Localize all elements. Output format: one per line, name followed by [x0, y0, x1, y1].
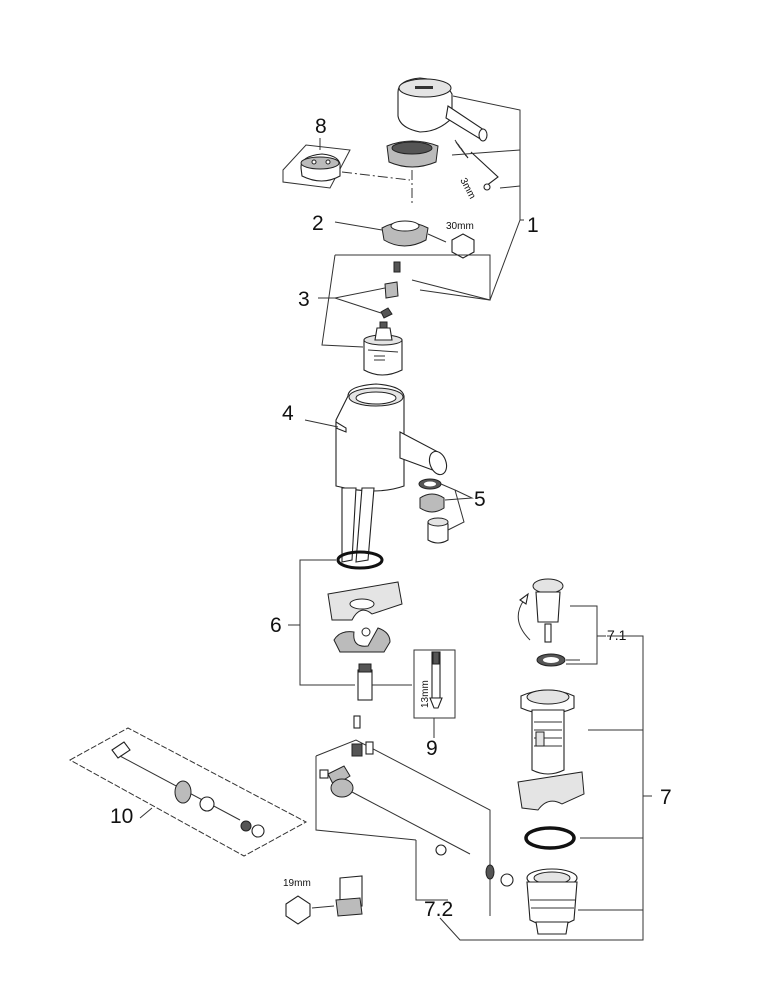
- part-label-10: 10: [110, 805, 133, 828]
- small-screw: [393, 261, 401, 273]
- hex-size-19: 19mm: [283, 878, 311, 889]
- gasket-half-moon: [327, 581, 403, 621]
- key-size-13: 13mm: [420, 680, 431, 708]
- waste-gasket-half-moon: [517, 771, 585, 811]
- hex-wrench-19-icon: [285, 895, 311, 925]
- part-7-2-lift-rod: [319, 741, 514, 887]
- part-label-7-1: 7.1: [607, 627, 627, 643]
- part-label-5: 5: [474, 488, 486, 511]
- waste-body: [526, 868, 578, 935]
- hex-size-30: 30mm: [446, 221, 474, 232]
- lever-handle: [397, 77, 488, 142]
- waste-o-ring: [524, 826, 576, 850]
- part-label-3: 3: [298, 288, 310, 311]
- part-9-mounting-key: [429, 651, 443, 709]
- handle-cover-ring: [386, 140, 439, 168]
- part-label-6: 6: [270, 614, 282, 637]
- allen-key-size: 3mm: [457, 176, 477, 201]
- part-label-8: 8: [315, 115, 327, 138]
- waste-flange: [520, 689, 575, 775]
- hex-wrench-30-icon: [451, 233, 475, 259]
- allen-key-icon: [470, 151, 499, 191]
- grub-screw: [454, 139, 469, 159]
- o-ring-large: [336, 550, 384, 570]
- part-4-cartridge: [363, 321, 403, 376]
- part-label-9: 9: [426, 737, 438, 760]
- part-2-nut: [381, 220, 429, 247]
- part-7-1-plug: [532, 578, 566, 667]
- part-label-2: 2: [312, 212, 324, 235]
- clip-piece: [380, 307, 393, 319]
- part-8-cap: [300, 153, 341, 182]
- faucet-body: [335, 383, 448, 492]
- part-10-pop-up-rod: [111, 741, 265, 838]
- part-label-1: 1: [527, 214, 539, 237]
- fixing-threaded-rod: [353, 663, 373, 729]
- part-5-aerator: [418, 478, 449, 544]
- adapter-piece: [384, 281, 399, 299]
- part-label-7-2: 7.2: [424, 898, 453, 921]
- supply-hoses: [341, 487, 375, 563]
- part-label-4: 4: [282, 402, 294, 425]
- part-label-7: 7: [660, 786, 672, 809]
- hose-connector: [335, 875, 363, 917]
- fixing-plate: [333, 627, 391, 653]
